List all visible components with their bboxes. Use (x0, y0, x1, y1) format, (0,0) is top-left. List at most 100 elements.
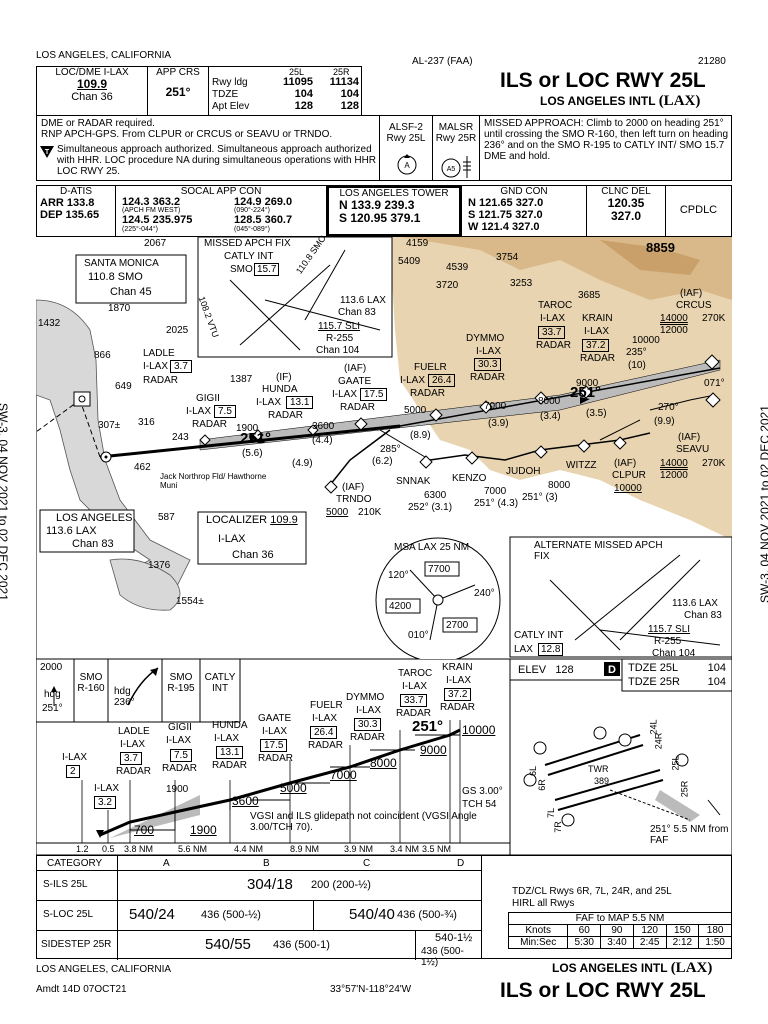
profile-alt-7000: 7000 (330, 768, 357, 782)
tower-box: LOS ANGELES TOWER N 133.9 239.3 S 120.95… (326, 185, 462, 237)
chan83-inset: Chan 83 (338, 307, 376, 318)
crcus-crs: 235° (626, 347, 647, 358)
tdze-25l-val: 104 (294, 88, 313, 100)
ilax-2-label: I-LAX (62, 752, 88, 763)
sidestep-label: SIDESTEP 25R (41, 939, 112, 950)
obs-3685: 3685 (578, 290, 601, 301)
profile-gaate-ilax: I-LAX (262, 726, 288, 737)
airport-name: LOS ANGELES INTL (LAX) (540, 93, 701, 109)
profile-gigii-ilax: I-LAX (166, 735, 192, 746)
sli-inset: 115.7 SLI (318, 321, 361, 332)
svg-text:A: A (404, 161, 410, 170)
loc-freq: 109.9 (76, 77, 108, 91)
diag-rwy-24r: 24R (653, 732, 664, 750)
profile-alt-3600: 3600 (232, 794, 259, 808)
diag-rwy-25l: 25L (670, 755, 681, 771)
seg-8-9: (8.9) (410, 430, 431, 441)
col-25l: 25L (289, 67, 305, 77)
profile-view (36, 659, 510, 855)
ocean-shading (36, 299, 191, 601)
crcus-fix-icon (704, 354, 720, 370)
feeder-crs-label: 251° (570, 384, 602, 401)
triangle-t-icon: T (40, 145, 54, 158)
dist-5: 4.4 NM (234, 844, 264, 854)
trndo-fix-icon (324, 480, 338, 494)
diag-tdze25l-label: TDZE 25L (628, 662, 679, 674)
profile-alt-10000: 10000 (462, 723, 496, 737)
lax-vor-icon (100, 451, 112, 463)
cpdlc-label: CPDLC (679, 204, 718, 216)
dymmo-radar: RADAR (470, 372, 506, 383)
taroc-dme: 33.7 (538, 326, 566, 339)
loc-box-ident: I-LAX (218, 533, 246, 545)
missed-fix-inset (197, 237, 393, 358)
msa-240: 240° (474, 588, 495, 599)
apt-elev-25l: 128 (294, 100, 313, 112)
sloc-label: S-LOC 25L (43, 909, 94, 920)
hold-hdg: hdg (44, 689, 61, 700)
crs-071: 071° (704, 378, 725, 389)
sils-row: S-ILS 25L 304/18 200 (200-½) (37, 870, 481, 901)
profile-dymmo: DYMMO (346, 692, 385, 703)
gaate-fix-icon (354, 417, 368, 431)
seg-8000: 8000 (538, 396, 561, 407)
seavu-crs: 270° (658, 402, 679, 413)
socal-box: SOCAL APP CON 124.3 363.2 (APCH FM WEST)… (115, 185, 327, 237)
palos-verdes (109, 558, 181, 611)
santa-monica-label: SANTA MONICA (84, 258, 159, 269)
sils-sub: 200 (200-½) (311, 879, 371, 891)
obs-1387: 1387 (230, 374, 253, 385)
crcus-alt: 10000 (632, 335, 660, 346)
clnc-box: CLNC DEL 120.35 327.0 (586, 185, 666, 237)
chart-number: 21280 (698, 56, 726, 67)
col-25r: 25R (333, 67, 350, 77)
svg-text:A5: A5 (447, 166, 456, 173)
cat-c: C (363, 858, 371, 869)
profile-ladle-ilax: I-LAX (120, 739, 146, 750)
catly-smo-label: SMO (230, 264, 253, 275)
hunda-ilax: I-LAX (256, 397, 282, 408)
clpur-label: CLPUR (612, 470, 646, 481)
sidestep-d: 540-1½ (435, 932, 473, 944)
obs-3720: 3720 (436, 280, 459, 291)
dymmo-label: DYMMO (466, 333, 505, 344)
obs-4539: 4539 (446, 262, 469, 273)
missed-fix-label: MISSED APCH FIX (204, 238, 291, 249)
profile-gaate-radar: RADAR (258, 753, 294, 764)
profile-gaate-dme: 17.5 (260, 739, 288, 752)
obs-2067: 2067 (144, 238, 167, 249)
diag-faf-note: 251° 5.5 NM from FAF (650, 824, 729, 846)
crcus-alt1: 14000 (660, 313, 688, 324)
profile-alt-8000: 8000 (370, 756, 397, 770)
alsf-icon: A (396, 154, 418, 181)
gaate-radar: RADAR (340, 402, 376, 413)
obs-1376: 1376 (148, 560, 171, 571)
profile-gaate: GAATE (258, 713, 292, 724)
krain-dme: 37.2 (582, 339, 610, 352)
ladle-dme: 3.7 (170, 360, 192, 373)
dist-6: 8.9 NM (290, 844, 320, 854)
profile-alt-5000: 5000 (280, 781, 307, 795)
gnd-n: N 121.65 327.0 (468, 197, 544, 209)
seg-7000: 7000 (484, 401, 507, 412)
trndo-label: TRNDO (336, 494, 372, 505)
gnd-label: GND CON (500, 186, 548, 197)
profile-fuelr-dme: 26.4 (310, 726, 338, 739)
taroc-fix-icon (534, 391, 548, 405)
msa-label: MSA LAX 25 NM (394, 542, 470, 553)
cat-b: B (263, 858, 270, 869)
socal-note-3: (225°-044°) (122, 226, 158, 233)
minsec-180: 1:50 (698, 936, 732, 949)
obs-587: 587 (158, 512, 175, 523)
knots-150: 150 (665, 924, 700, 937)
chan104-alt: Chan 104 (652, 648, 696, 659)
runway-data-box: 25L 25R Rwy ldg TDZE Apt Elev 11095 1113… (208, 66, 362, 116)
smo-r195: SMO R-195 (167, 672, 195, 694)
tower-s: S 120.95 379.1 (339, 211, 421, 225)
hawthorne-label: Jack Northrop Fld/ Hawthorne Muni (160, 472, 267, 490)
dist-7: 3.9 NM (344, 844, 374, 854)
clpur-iaf: (IAF) (614, 458, 637, 469)
loc-label: LOC/DME I-LAX (55, 67, 129, 78)
chan83-alt: Chan 83 (684, 610, 722, 621)
profile-dymmo-dme: 30.3 (354, 718, 382, 731)
